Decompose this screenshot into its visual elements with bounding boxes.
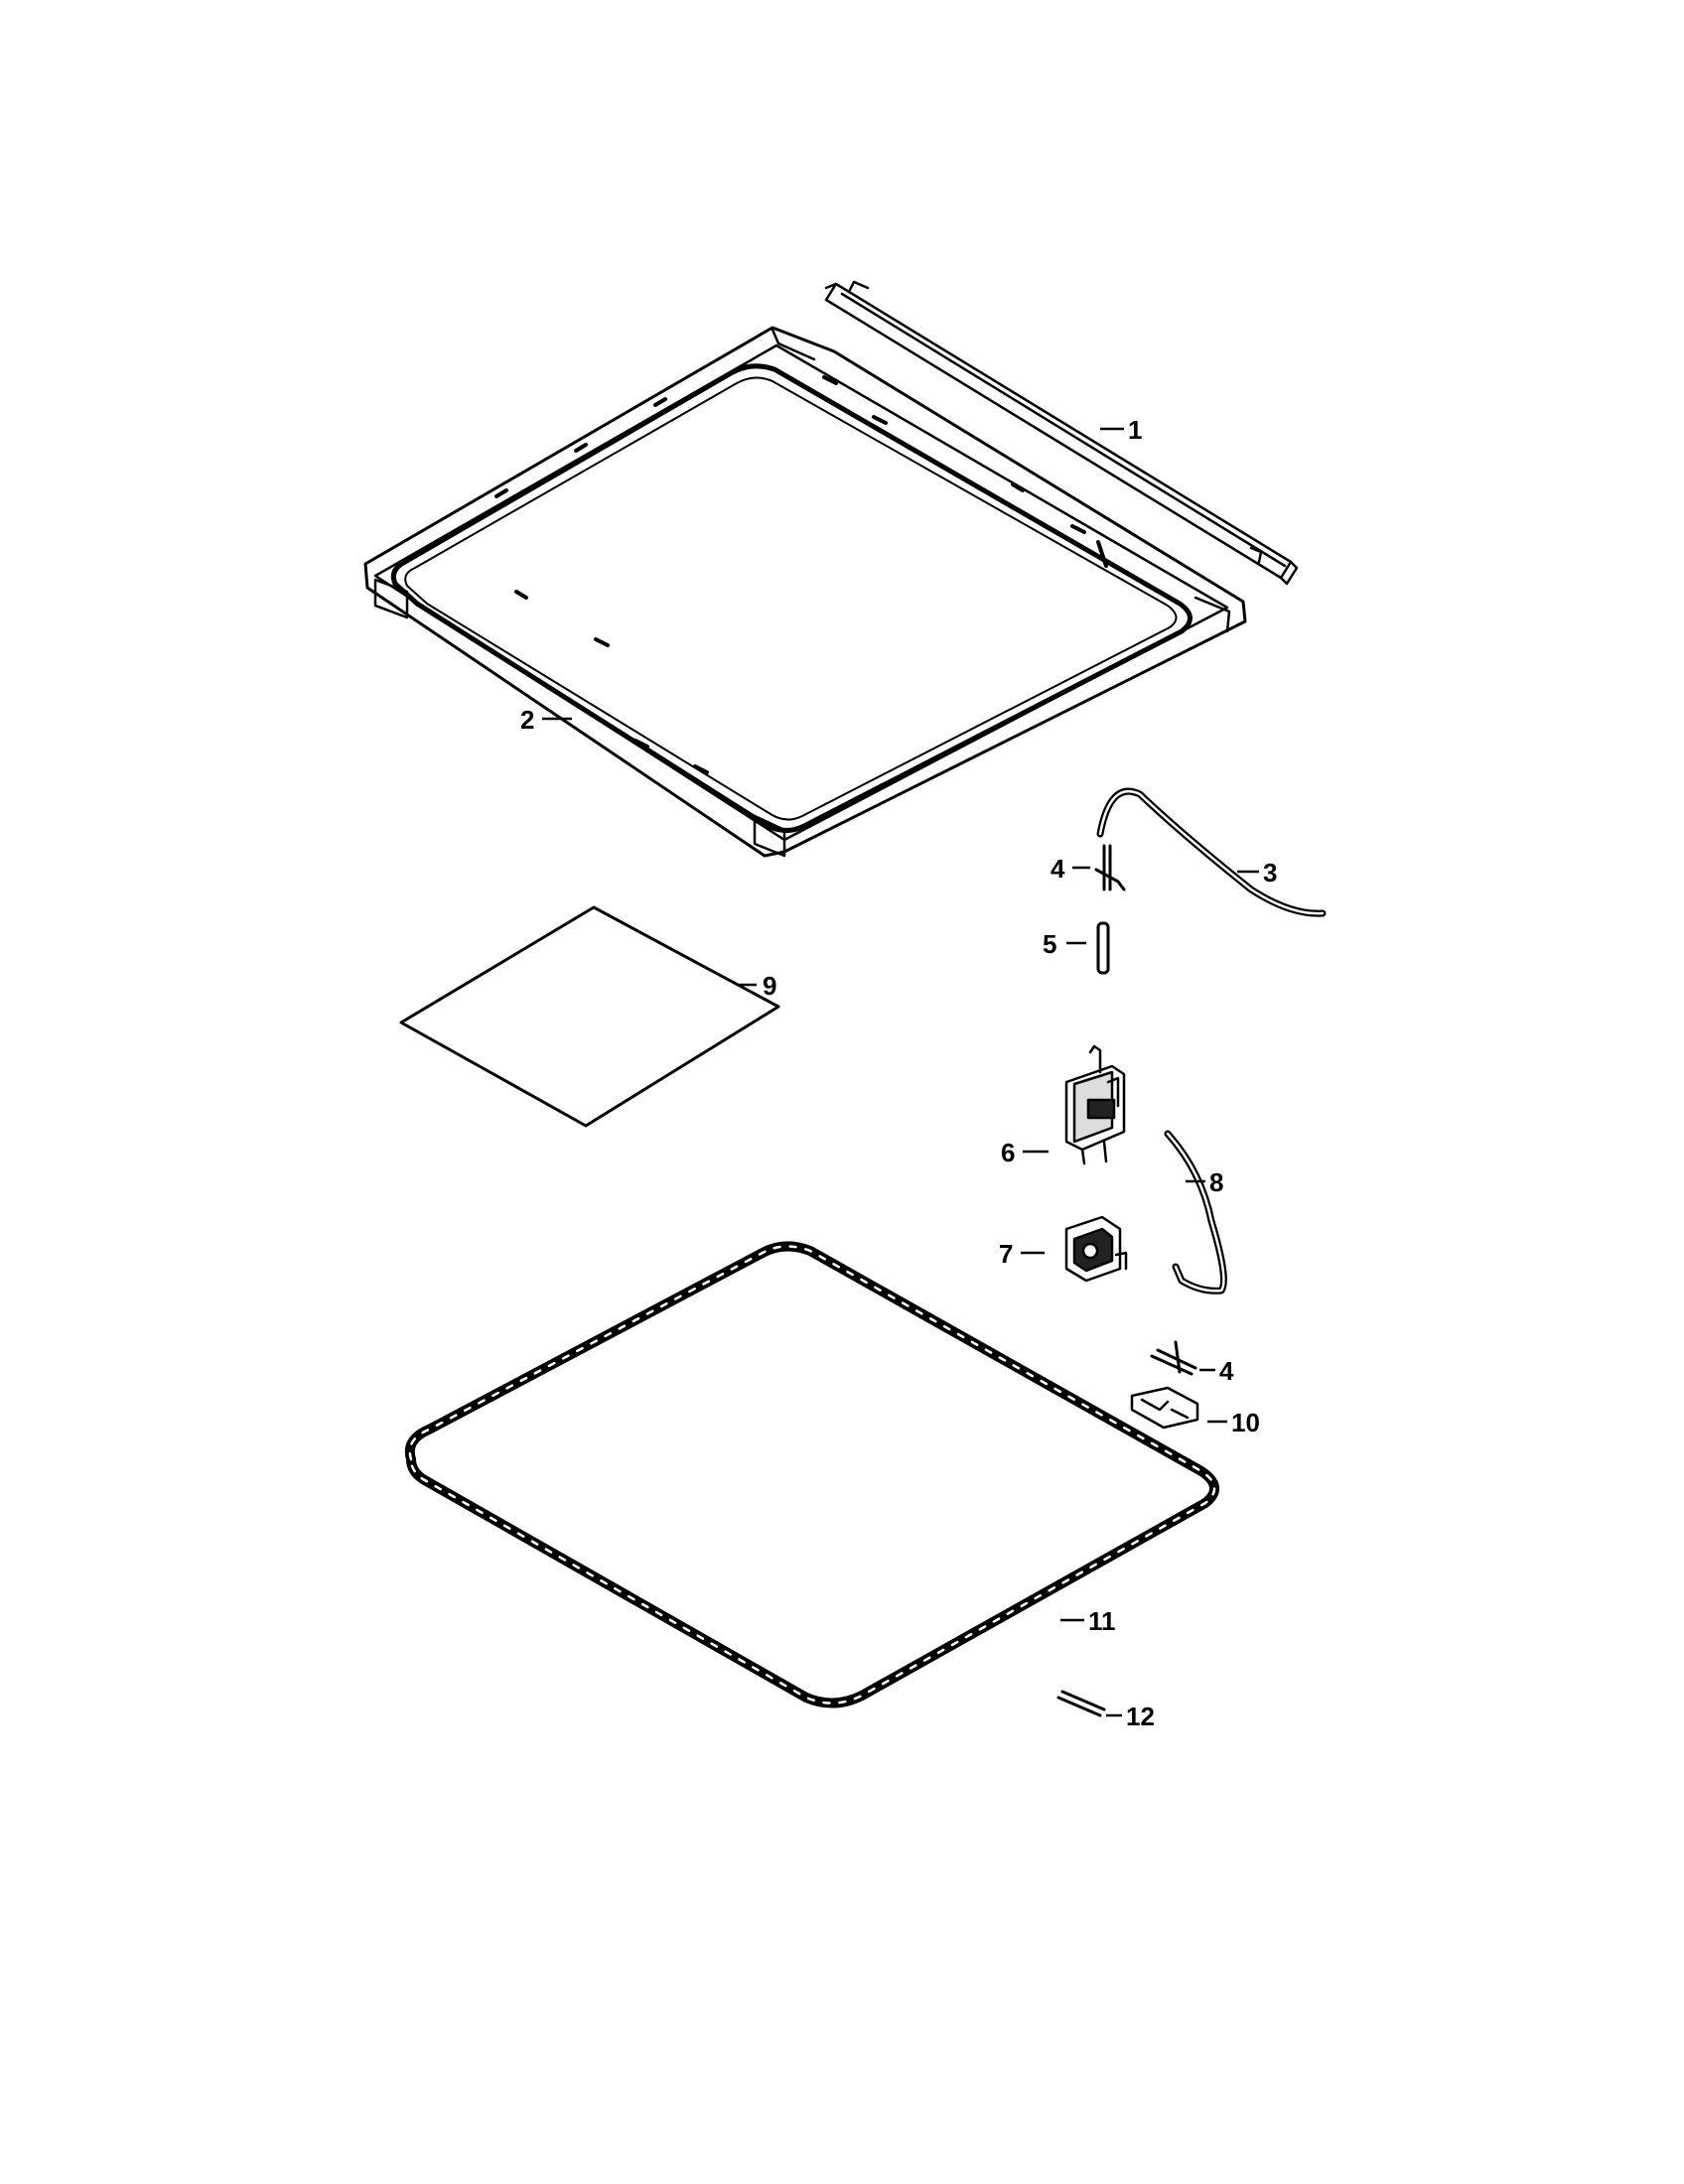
part-12-clip[interactable] <box>1056 1690 1106 1717</box>
leader-lines <box>542 427 1259 1717</box>
part-7-valve[interactable] <box>1064 1215 1128 1283</box>
part-4-clamp-lower[interactable] <box>1150 1340 1197 1376</box>
callout-8: 8 <box>1209 1167 1223 1197</box>
callout-4-lower: 4 <box>1219 1356 1234 1386</box>
part-3-hose[interactable] <box>1096 787 1327 917</box>
callout-7: 7 <box>999 1239 1013 1269</box>
callout-6: 6 <box>1001 1138 1015 1167</box>
part-10-bracket[interactable] <box>1130 1386 1199 1430</box>
part-11-gasket[interactable] <box>404 1241 1219 1708</box>
callout-5: 5 <box>1043 929 1056 959</box>
callout-1: 1 <box>1128 415 1142 445</box>
callout-10: 10 <box>1231 1408 1260 1437</box>
part-1-rear-rail[interactable] <box>824 280 1299 586</box>
part-5-tube[interactable] <box>1096 921 1110 975</box>
callout-4-upper: 4 <box>1051 854 1065 884</box>
part-4-clamp-upper[interactable] <box>1094 844 1126 891</box>
callout-12: 12 <box>1126 1702 1155 1731</box>
part-9-pad[interactable] <box>399 905 780 1128</box>
callout-3: 3 <box>1263 858 1277 887</box>
part-8-tube[interactable] <box>1164 1130 1227 1295</box>
callout-11: 11 <box>1088 1606 1116 1636</box>
part-2-top-frame[interactable] <box>363 326 1247 858</box>
part-6-valve[interactable] <box>1064 1044 1126 1165</box>
callout-2: 2 <box>520 705 534 735</box>
callout-labels: 1 2 3 4 5 9 6 8 7 4 10 11 12 <box>520 415 1277 1731</box>
callout-9: 9 <box>763 971 776 1001</box>
